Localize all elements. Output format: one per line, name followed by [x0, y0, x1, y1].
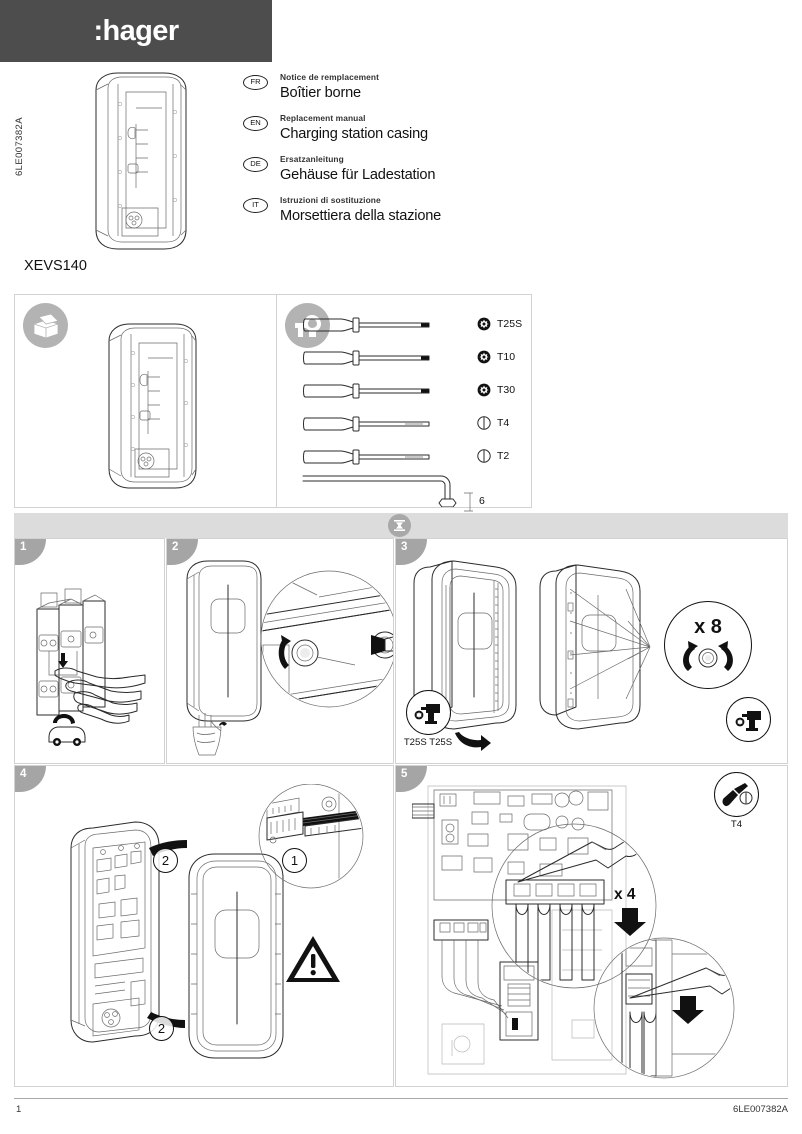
language-title-it: Morsettiera della stazione [280, 208, 442, 224]
open-box-icon [23, 303, 68, 348]
flat-screwdriver-icon [714, 772, 759, 817]
language-row-fr: FR Notice de remplacement Boîtier borne [243, 72, 573, 106]
document-code-vertical: 6LE007382A [14, 117, 25, 176]
step-panel-5: 5 [395, 765, 788, 1087]
tool-row-t2: T2 [301, 445, 523, 471]
tool-row-t10: T10 [301, 346, 523, 372]
screw-detail-magnifier [259, 561, 393, 731]
hex-key-dimension [463, 491, 477, 513]
parts-casing-illustration [93, 319, 223, 495]
step-panel-2: 2 [166, 538, 394, 764]
page-number: 1 [16, 1104, 22, 1115]
language-badge-fr: FR [243, 75, 268, 90]
tool-label-4: T2 [497, 450, 510, 462]
warning-triangle-icon [285, 934, 341, 984]
connector-detail-magnifier [253, 784, 383, 900]
language-title-de: Gehäuse für Ladestation [280, 167, 436, 183]
language-badge-it: IT [243, 198, 268, 213]
step-panel-1: 1 [14, 538, 165, 764]
tool-label-0: T25S [497, 318, 523, 330]
language-badge-de: DE [243, 157, 268, 172]
detached-cover-illustration [183, 848, 289, 1064]
model-reference: XEVS140 [24, 258, 87, 274]
step-panel-4: 4 [14, 765, 394, 1087]
flat-bit-icon [477, 416, 491, 430]
tool-callout-caption-step2: T25S T25S [403, 737, 453, 748]
hex-key-icon [301, 473, 501, 507]
logo-text: hager [102, 14, 180, 47]
breaker-power-off-illustration [27, 587, 157, 752]
supply-section: T25S T10 [14, 294, 532, 512]
footer-divider [14, 1098, 788, 1099]
tool-label-5: 6 [479, 495, 485, 507]
language-title-en: Charging station casing [280, 126, 428, 142]
language-subtitle-it: Istruzioni di sostituzione [280, 195, 381, 205]
cordless-drill-torx-icon [405, 690, 451, 735]
station-front-illustration [181, 555, 267, 735]
language-subtitle-fr: Notice de remplacement [280, 72, 380, 82]
tool-row-t4: T4 [301, 412, 523, 438]
tool-label-1: T10 [497, 351, 516, 363]
terminal-count-label: x 4 [614, 886, 636, 903]
brand-header-bar: :hager [0, 0, 272, 62]
language-badge-en: EN [243, 116, 268, 131]
torx-bit-icon [477, 317, 491, 331]
circled-number-1: 1 [282, 848, 307, 873]
hand-screwdriver-illustration [179, 711, 239, 763]
pcb-terminal-illustration [412, 780, 642, 1080]
language-row-it: IT Istruzioni di sostituzione Morsettier… [243, 195, 573, 229]
step-badge-1: 1 [15, 539, 46, 565]
flip-arrow-icon [453, 731, 493, 753]
screw-count-bubble: x 8 [664, 601, 752, 689]
parts-panel [15, 295, 276, 507]
terminal-release-magnifier [488, 820, 660, 992]
tool-callout-step2: T25S T25S [398, 690, 458, 748]
tool-row-t25s: T25S [301, 313, 523, 339]
circled-number-2-bottom: 2 [149, 1016, 174, 1041]
tool-label-2: T30 [497, 384, 516, 396]
torx-bit-icon [477, 383, 491, 397]
product-casing-illustration [78, 68, 218, 258]
tool-callout-step5: T4 [714, 772, 759, 830]
tools-panel: T25S T10 [277, 295, 531, 512]
language-row-en: EN Replacement manual Charging station c… [243, 113, 573, 147]
language-row-de: DE Ersatzanleitung Gehäuse für Ladestati… [243, 154, 573, 188]
casing-rear-illustration [536, 559, 652, 731]
screw-count-label: x 8 [694, 615, 722, 638]
hager-logo: :hager [93, 14, 180, 48]
step-badge-4: 4 [15, 766, 46, 792]
tools-wrench-hammer-icon [285, 303, 330, 348]
supply-panel-divider [276, 295, 277, 507]
breaker-release-magnifier [576, 934, 752, 1082]
tool-callout-caption-step5: T4 [730, 819, 743, 830]
logo-colon: : [93, 14, 103, 47]
pull-down-arrow-upper-icon [612, 906, 648, 938]
footer-document-code: 6LE007382A [733, 1104, 788, 1115]
tool-callout-step3 [726, 697, 771, 744]
rotate-counterclockwise-screw-icon [680, 640, 736, 675]
disassembly-icon [388, 514, 411, 537]
tool-row-t30: T30 [301, 379, 523, 405]
tool-label-3: T4 [497, 417, 510, 429]
language-subtitle-en: Replacement manual [280, 113, 366, 123]
language-title-fr: Boîtier borne [280, 85, 361, 101]
flat-bit-icon [477, 449, 491, 463]
cordless-drill-torx-icon [726, 697, 771, 742]
step-panel-3: 3 [395, 538, 788, 764]
torx-bit-icon [477, 350, 491, 364]
circled-number-2-top: 2 [153, 848, 178, 873]
language-title-list: FR Notice de remplacement Boîtier borne … [243, 72, 573, 236]
language-subtitle-de: Ersatzanleitung [280, 154, 344, 164]
